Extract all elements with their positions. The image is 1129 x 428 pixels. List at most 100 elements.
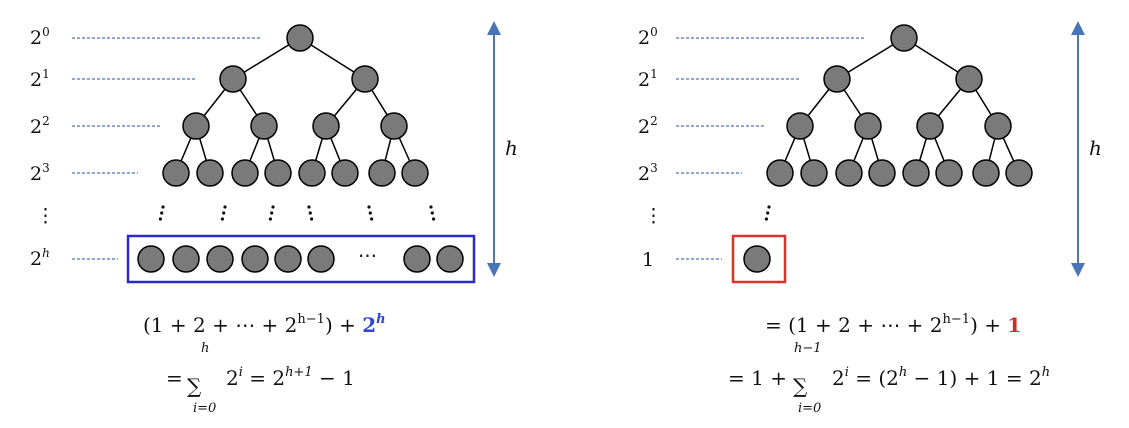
diagonal-dot — [429, 205, 433, 209]
diagonal-dot — [158, 217, 162, 221]
diagonal-dot — [271, 205, 275, 209]
left-tree-node — [286, 24, 314, 52]
diagonal-dot — [767, 205, 771, 209]
right-tree-node — [902, 159, 930, 187]
right-tree-node — [984, 112, 1012, 140]
left-level-label-2: 22 — [30, 114, 50, 138]
left-level-vdots: ⋮ — [36, 205, 55, 227]
right-tree-node — [786, 112, 814, 140]
right-single-leaf-node — [743, 245, 771, 273]
left-tree-node — [219, 65, 247, 93]
left-leaf-nodes — [137, 245, 464, 273]
right-formula-line-2: 2i = (2h − 1) + 1 = 2h — [832, 365, 1050, 390]
left-tree-node — [264, 159, 292, 187]
right-level-label-2: 22 — [638, 114, 658, 138]
right-diagonal-dots — [764, 205, 771, 221]
left-leaf-node — [274, 245, 302, 273]
left-leaf-node — [206, 245, 234, 273]
left-formula-line-1: (1 + 2 + ⋯ + 2h−1) + 2h — [143, 312, 386, 337]
diagonal-dot — [223, 205, 227, 209]
left-tree-node — [298, 159, 326, 187]
right-panel: 20 21 22 23 ⋮ 1 h = (1 + 2 + ⋯ + 2h−1) +… — [638, 21, 1102, 416]
right-tree-node — [972, 159, 1000, 187]
right-sum-upper: h−1 — [794, 341, 822, 356]
left-level-guides — [72, 37, 262, 260]
diagonal-dot — [222, 211, 226, 215]
left-leaf-node — [137, 245, 165, 273]
diagonal-dot — [220, 217, 224, 221]
right-tree-node — [854, 112, 882, 140]
right-level-vdots: ⋮ — [644, 205, 663, 227]
left-tree-node — [312, 112, 340, 140]
right-formula-line-1: = (1 + 2 + ⋯ + 2h−1) + 1 — [765, 312, 1021, 337]
left-leaf-node — [436, 245, 464, 273]
right-tree-node — [935, 159, 963, 187]
left-sum-lower: i=0 — [193, 401, 216, 416]
left-tree-node — [368, 159, 396, 187]
left-tree-node — [351, 65, 379, 93]
diagonal-dot — [432, 217, 436, 221]
left-leaf-node — [241, 245, 269, 273]
right-level-guides — [676, 37, 866, 260]
diagonal-dot — [370, 217, 374, 221]
left-level-label-1: 21 — [30, 67, 50, 91]
left-tree-node — [231, 159, 259, 187]
diagonal-dot — [268, 217, 272, 221]
right-tree-node — [916, 112, 944, 140]
left-tree-edges — [175, 37, 416, 174]
right-tree-node — [890, 24, 918, 52]
left-panel: 20 21 22 23 ⋮ 2h ⋯ h (1 + 2 + ⋯ + 2h−1) … — [30, 21, 518, 416]
right-tree-node — [835, 159, 863, 187]
right-tree-nodes — [766, 24, 1033, 187]
left-leaf-node — [403, 245, 431, 273]
right-tree-edges — [779, 37, 1020, 174]
right-single-leaf-box — [731, 234, 787, 284]
left-formula-line-2: 2i = 2h+1 − 1 — [226, 365, 355, 390]
right-level-label-last: 1 — [642, 249, 654, 271]
right-level-label-1: 21 — [638, 67, 658, 91]
left-level-label-0: 20 — [30, 25, 50, 49]
left-formula-equals: = — [166, 366, 183, 390]
right-formula-head: = 1 + — [728, 366, 787, 390]
right-level-label-3: 23 — [638, 161, 658, 185]
right-sum-symbol: ∑ — [793, 374, 808, 398]
left-leaf-node — [172, 245, 200, 273]
diagonal-dot — [430, 211, 434, 215]
left-tree-node — [182, 112, 210, 140]
diagonal-dot — [368, 211, 372, 215]
right-tree-node — [868, 159, 896, 187]
left-tree-node — [250, 112, 278, 140]
left-leaf-node — [307, 245, 335, 273]
left-tree-node — [401, 159, 429, 187]
left-tree-node — [196, 159, 224, 187]
left-tree-node — [380, 112, 408, 140]
right-tree-node — [1005, 159, 1033, 187]
diagonal-dot — [310, 217, 314, 221]
left-sum-upper: h — [201, 341, 209, 356]
left-level-label-3: 23 — [30, 161, 50, 185]
right-height-label: h — [1089, 136, 1102, 160]
left-tree-nodes — [162, 24, 429, 187]
left-height-label: h — [505, 136, 518, 160]
diagonal-dot — [161, 205, 165, 209]
diagonal-dot — [766, 211, 770, 215]
right-tree-node — [823, 65, 851, 93]
left-leaf-ellipsis: ⋯ — [358, 245, 377, 267]
diagonal-dot — [160, 211, 164, 215]
right-tree-node — [955, 65, 983, 93]
left-tree-node — [331, 159, 359, 187]
diagonal-dot — [308, 211, 312, 215]
left-tree-node — [162, 159, 190, 187]
right-tree-node — [766, 159, 794, 187]
left-diagonal-dots — [158, 205, 436, 221]
right-sum-lower: i=0 — [798, 401, 821, 416]
right-tree-node — [800, 159, 828, 187]
diagonal-dot — [367, 205, 371, 209]
diagonal-dot — [270, 211, 274, 215]
diagonal-dot — [764, 217, 769, 221]
right-level-label-0: 20 — [638, 25, 658, 49]
left-sum-symbol: ∑ — [187, 374, 202, 398]
diagonal-dot — [307, 205, 311, 209]
left-level-label-h: 2h — [30, 246, 50, 270]
